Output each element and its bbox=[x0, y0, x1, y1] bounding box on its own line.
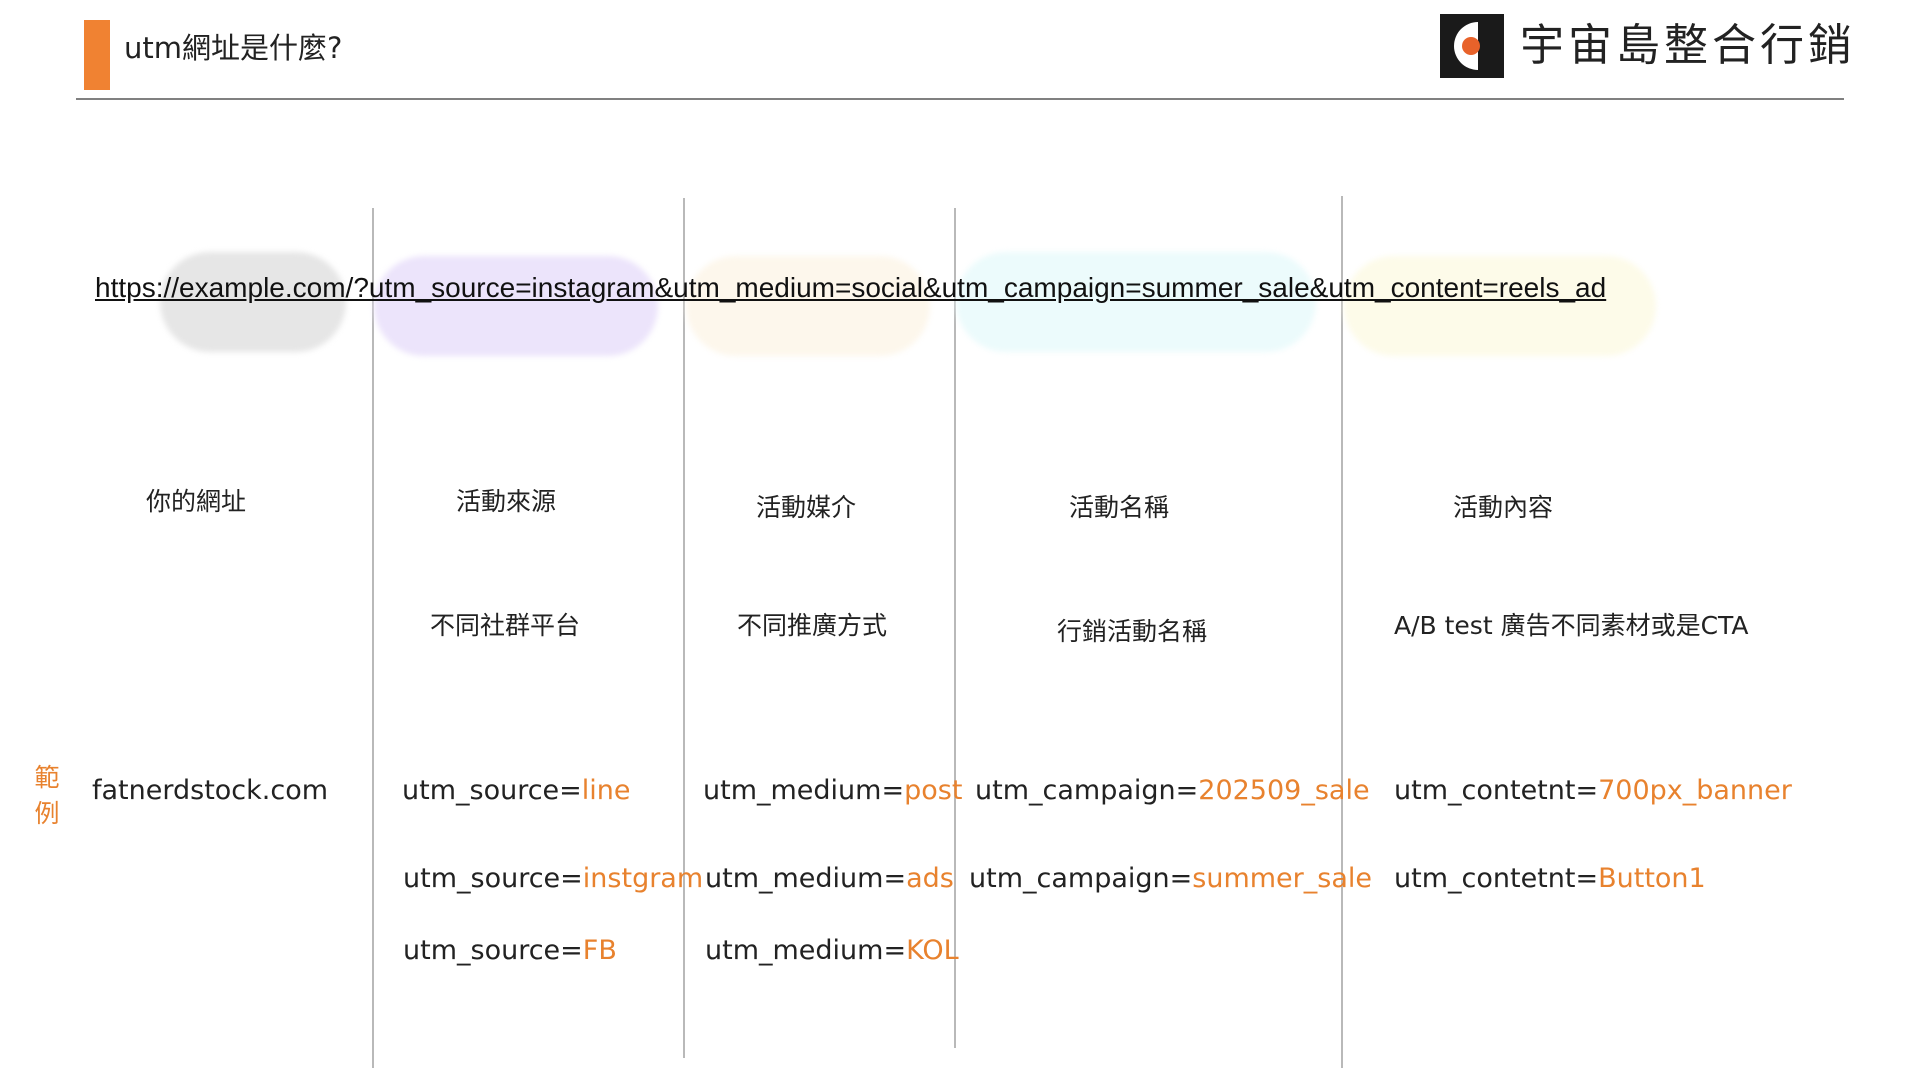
column-desc-medium: 不同推廣方式 bbox=[737, 611, 888, 640]
column-desc-campaign: 行銷活動名稱 bbox=[1057, 617, 1208, 646]
example-url-link[interactable]: https://example.com/?utm_source=instagra… bbox=[95, 272, 1607, 303]
example-value: summer_sale bbox=[1192, 863, 1372, 894]
brand-logo: 宇宙島整合行銷 bbox=[1440, 14, 1852, 80]
title-accent-bar bbox=[84, 20, 110, 90]
example-campaign-1: utm_campaign=202509_sale bbox=[975, 772, 1370, 810]
example-domain: fatnerdstock.com bbox=[92, 772, 328, 810]
example-tag: 範例 bbox=[34, 763, 60, 828]
example-content-2: utm_contetnt=Button1 bbox=[1394, 860, 1706, 898]
example-key: utm_medium= bbox=[705, 935, 907, 966]
column-label-url: 你的網址 bbox=[146, 487, 247, 516]
brand-logo-icon bbox=[1440, 14, 1504, 78]
example-source-2: utm_source=instgram bbox=[403, 860, 703, 898]
highlight-medium bbox=[686, 256, 930, 356]
header-divider bbox=[76, 98, 1844, 100]
example-medium-3: utm_medium=KOL bbox=[705, 932, 959, 970]
example-key: utm_medium= bbox=[705, 863, 907, 894]
example-source-3: utm_source=FB bbox=[403, 932, 617, 970]
example-campaign-2: utm_campaign=summer_sale bbox=[969, 860, 1372, 898]
example-key: utm_campaign= bbox=[975, 775, 1199, 806]
example-value: 700px_banner bbox=[1598, 775, 1792, 806]
column-divider bbox=[1341, 196, 1343, 1068]
example-value: KOL bbox=[906, 935, 959, 966]
example-key: utm_source= bbox=[403, 935, 583, 966]
example-key: utm_contetnt= bbox=[1394, 775, 1599, 806]
column-label-campaign: 活動名稱 bbox=[1069, 493, 1170, 522]
brand-logo-text: 宇宙島整合行銷 bbox=[1520, 20, 1856, 71]
column-desc-content: A/B test 廣告不同素材或是CTA bbox=[1394, 611, 1749, 640]
column-divider bbox=[954, 208, 956, 1048]
slide-title: utm網址是什麼? bbox=[124, 31, 343, 65]
example-key: utm_contetnt= bbox=[1394, 863, 1599, 894]
highlight-domain bbox=[160, 252, 346, 352]
example-key: fatnerdstock.com bbox=[92, 775, 329, 806]
example-value: FB bbox=[582, 935, 617, 966]
column-desc-source: 不同社群平台 bbox=[430, 611, 581, 640]
highlight-source bbox=[374, 256, 658, 356]
example-source-1: utm_source=line bbox=[402, 772, 631, 810]
example-medium-1: utm_medium=post bbox=[703, 772, 962, 810]
highlight-content bbox=[1344, 256, 1656, 356]
example-value: 202509_sale bbox=[1198, 775, 1370, 806]
example-key: utm_medium= bbox=[703, 775, 905, 806]
example-value: line bbox=[581, 775, 631, 806]
column-label-content: 活動內容 bbox=[1453, 493, 1554, 522]
column-label-source: 活動來源 bbox=[456, 487, 557, 516]
example-key: utm_source= bbox=[402, 775, 582, 806]
column-divider bbox=[683, 198, 685, 1058]
column-divider bbox=[372, 208, 374, 1068]
example-medium-2: utm_medium=ads bbox=[705, 860, 954, 898]
example-value: Button1 bbox=[1598, 863, 1706, 894]
example-key: utm_campaign= bbox=[969, 863, 1193, 894]
example-content-1: utm_contetnt=700px_banner bbox=[1394, 772, 1792, 810]
column-label-medium: 活動媒介 bbox=[756, 493, 857, 522]
highlight-campaign bbox=[956, 252, 1316, 352]
example-key: utm_source= bbox=[403, 863, 583, 894]
example-value: instgram bbox=[582, 863, 704, 894]
example-value: post bbox=[904, 775, 963, 806]
example-value: ads bbox=[906, 863, 954, 894]
